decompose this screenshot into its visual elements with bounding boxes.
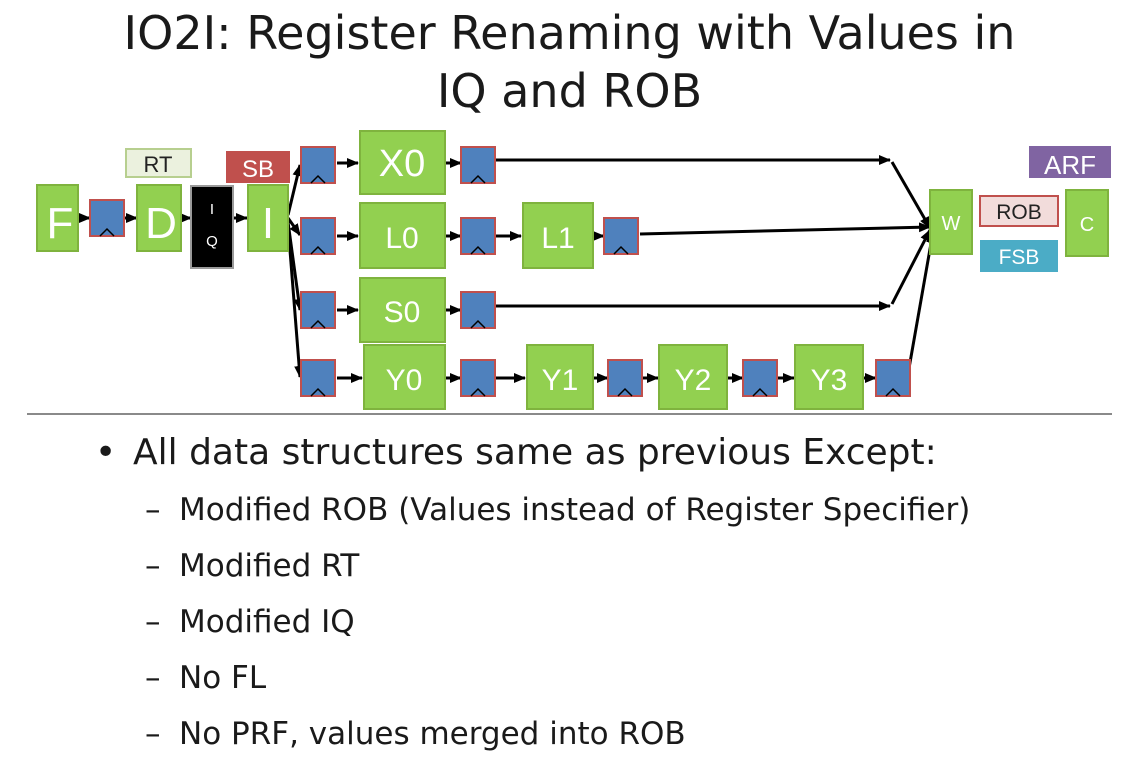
sub-bullet-text: Modified IQ [179, 604, 355, 640]
pipeline-diagram: F D I Q I RT SB X0 L0 L1 S0 Y0 Y1 Y2 Y3 … [36, 130, 1111, 410]
arf [1029, 146, 1111, 178]
clock-chevron-icon [310, 387, 326, 397]
scoreboard-label: SB [242, 156, 274, 183]
s0-stage [359, 277, 446, 343]
clock-chevron-icon [310, 319, 326, 329]
divider [27, 413, 1112, 415]
fsb-label: FSB [999, 246, 1040, 269]
clock-chevron-icon [752, 387, 768, 397]
sub-bullet-4: –No FL [145, 658, 266, 698]
decode-stage [136, 184, 182, 252]
commit-label: C [1080, 214, 1094, 236]
arrow-i-yreg [286, 224, 305, 378]
y1-stage [526, 344, 594, 410]
dash: – [145, 660, 161, 696]
y0-stage [363, 344, 446, 410]
slide-title: IO2I: Register Renaming with Values in I… [0, 4, 1139, 120]
sub-bullet-text: No FL [179, 660, 267, 696]
pipeline-register [89, 199, 125, 237]
pipeline-register [603, 217, 639, 255]
sub-bullet-2: –Modified RT [145, 546, 359, 586]
dash: – [145, 548, 161, 584]
dash: – [145, 492, 161, 528]
arrow-x-w [890, 161, 932, 229]
pipeline-register [300, 359, 336, 397]
y0-label: Y0 [386, 364, 423, 397]
dash: – [145, 604, 161, 640]
pipeline-register [460, 217, 496, 255]
y2-stage [658, 344, 728, 410]
pipeline-register [300, 146, 336, 184]
pipeline-register [460, 291, 496, 329]
sub-bullet-text: No PRF, values merged into ROB [179, 716, 686, 752]
y1-label: Y1 [542, 364, 579, 397]
writeback-label: W [942, 213, 961, 235]
clock-chevron-icon [470, 387, 486, 397]
fetch-label: F [47, 199, 74, 248]
l0-label: L0 [385, 222, 418, 255]
clock-chevron-icon [470, 319, 486, 329]
arrow-l-w [639, 222, 931, 236]
y3-stage [794, 344, 864, 410]
sub-bullet-5: –No PRF, values merged into ROB [145, 714, 686, 754]
issue-stage [247, 184, 289, 252]
pipeline-register [460, 359, 496, 397]
rob [979, 195, 1059, 227]
y2-label: Y2 [675, 364, 712, 397]
rename-table [125, 148, 192, 178]
commit-stage [1065, 189, 1109, 257]
s0-label: S0 [384, 296, 421, 329]
bullet-main-text: All data structures same as previous Exc… [133, 432, 937, 473]
x0-label: X0 [379, 143, 425, 185]
pipeline-register [300, 217, 336, 255]
decode-label: D [145, 199, 177, 248]
y3-label: Y3 [811, 364, 848, 397]
fetch-stage [36, 184, 79, 252]
writeback-stage [929, 189, 973, 255]
arrow-i-lreg [286, 217, 302, 236]
arrow-i-xreg [286, 164, 303, 216]
clock-chevron-icon [470, 174, 486, 184]
clock-chevron-icon [99, 227, 115, 237]
title-line-1: IO2I: Register Renaming with Values in [123, 6, 1016, 60]
clock-chevron-icon [617, 387, 633, 397]
clock-chevron-icon [310, 245, 326, 255]
sub-bullet-3: –Modified IQ [145, 602, 355, 642]
sub-bullet-text: Modified ROB (Values instead of Register… [179, 492, 971, 528]
rename-table-label: RT [144, 152, 173, 177]
pipeline-register [875, 359, 911, 397]
pipeline-register [300, 291, 336, 329]
issue-queue-q: Q [206, 233, 218, 250]
issue-queue [190, 185, 234, 269]
l0-stage [359, 202, 446, 269]
rob-label: ROB [996, 201, 1042, 224]
scoreboard [226, 151, 290, 183]
l1-label: L1 [541, 222, 574, 255]
dash: – [145, 716, 161, 752]
fsb [980, 240, 1058, 272]
arrow-y-w [906, 231, 937, 375]
pipeline-register [460, 146, 496, 184]
title-line-2: IQ and ROB [436, 64, 703, 118]
sub-bullet-text: Modified RT [179, 548, 360, 584]
l1-stage [522, 202, 594, 269]
arf-label: ARF [1044, 150, 1096, 180]
pipeline-register [607, 359, 643, 397]
bullet-dot: • [95, 432, 117, 473]
clock-chevron-icon [613, 245, 629, 255]
sub-bullet-1: –Modified ROB (Values instead of Registe… [145, 490, 970, 530]
issue-queue-i: I [210, 201, 214, 218]
clock-chevron-icon [885, 387, 901, 397]
arrow-s-w [890, 229, 932, 305]
clock-chevron-icon [470, 245, 486, 255]
pipeline-register [742, 359, 778, 397]
bullet-main: • All data structures same as previous Ex… [95, 430, 937, 476]
clock-chevron-icon [310, 174, 326, 184]
issue-label: I [262, 199, 274, 248]
x0-stage [359, 130, 446, 195]
